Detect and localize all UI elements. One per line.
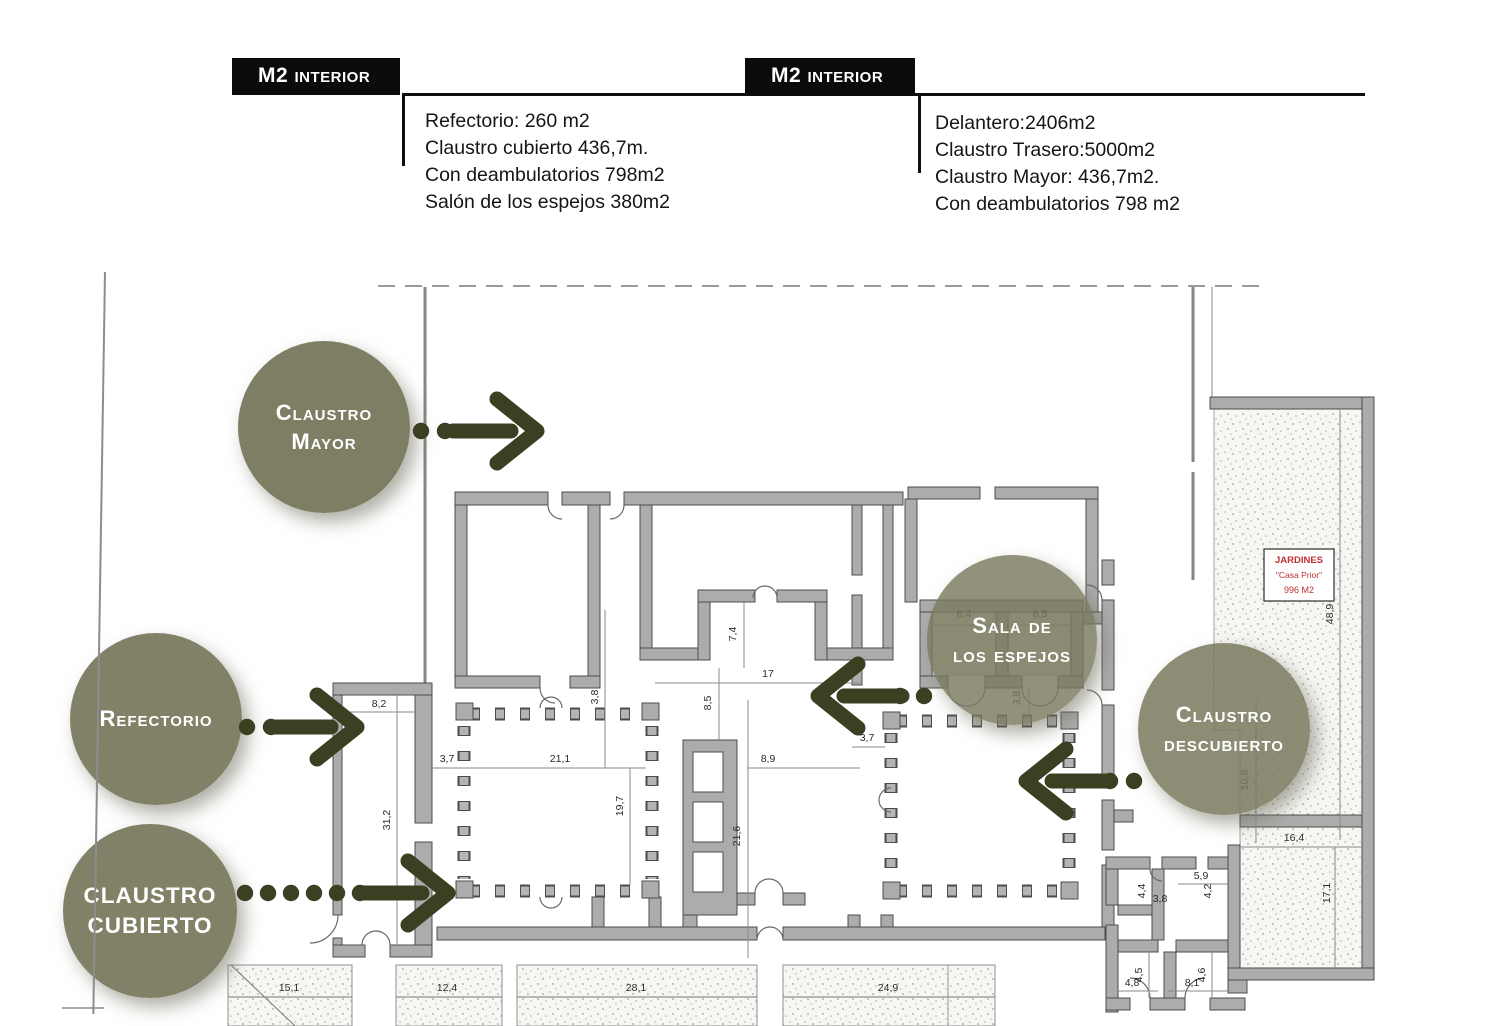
dimension-label: 31,2 xyxy=(381,810,393,831)
jardines-title: JARDINES xyxy=(1275,555,1323,566)
legend-line: Refectorio: 260 m2 xyxy=(425,110,590,132)
site-lines xyxy=(62,285,1263,1009)
bubble-label-line: Refectorio xyxy=(99,706,213,732)
dimension-label: 4,5 xyxy=(1133,968,1145,983)
bubble-label-line: Mayor xyxy=(291,429,357,454)
legend-line: Con deambulatorios 798 m2 xyxy=(935,193,1180,215)
dimension-label: 5,9 xyxy=(1194,870,1209,882)
bubble-label-line: CUBIERTO xyxy=(87,913,213,938)
legend-rule-drop-right xyxy=(918,93,921,173)
colonnades xyxy=(455,702,1079,900)
dimension-label: 16,4 xyxy=(1284,832,1305,844)
dimension-label: 17,1 xyxy=(1321,883,1333,904)
dimension-label: 8,2 xyxy=(372,698,387,710)
legend-line: Salón de los espejos 380m2 xyxy=(425,191,670,213)
dimension-label: 17 xyxy=(762,668,774,680)
legend-list-left: Refectorio: 260 m2 Claustro cubierto 436… xyxy=(425,108,670,216)
bubble-label-line: descubierto xyxy=(1164,731,1284,756)
dimension-label: 21,6 xyxy=(731,826,743,847)
bubble-label-line: Claustro xyxy=(275,399,373,425)
legend-title-left: M2 interior xyxy=(232,58,400,95)
dimension-label: 3,8 xyxy=(589,690,601,705)
dimension-label: 8,9 xyxy=(761,753,776,765)
garden-areas xyxy=(227,408,1363,1026)
dimension-label: 3,8 xyxy=(1153,893,1168,905)
dimension-label: 8,5 xyxy=(702,696,714,711)
dimension-label: 48,9 xyxy=(1324,604,1336,625)
bubble-label-line: Sala de xyxy=(972,612,1052,638)
legend-title-right: M2 interior xyxy=(745,58,915,95)
dimension-label: 3,7 xyxy=(860,732,875,744)
dimension-label: 24,9 xyxy=(878,982,899,994)
legend-line: Claustro cubierto 436,7m. xyxy=(425,137,649,159)
dimension-label: 21,1 xyxy=(550,753,571,765)
dimension-label: 8,1 xyxy=(1185,977,1200,989)
dimension-label: 12,4 xyxy=(437,982,458,994)
dimension-label: 4,2 xyxy=(1202,884,1214,899)
bubble-label-line: CLAUSTRO xyxy=(83,882,217,908)
dimension-label: 28,1 xyxy=(626,982,647,994)
bubble-label-line: los espejos xyxy=(953,642,1071,667)
dimension-label: 3,7 xyxy=(440,753,455,765)
legend-line: Claustro Trasero:5000m2 xyxy=(935,139,1156,161)
jardines-subtitle: "Casa Prior" xyxy=(1276,570,1322,580)
legend-line: Claustro Mayor: 436,7m2. xyxy=(935,166,1160,188)
legend-line: Delantero:2406m2 xyxy=(935,112,1096,134)
bubble-label-line: Claustro xyxy=(1175,701,1273,727)
legend-list-right: Delantero:2406m2 Claustro Trasero:5000m2… xyxy=(935,110,1180,218)
dimension-label: 4,4 xyxy=(1136,884,1148,899)
legend-rule-drop-left xyxy=(402,93,405,166)
claustro-cubierto-bubble: CLAUSTRO CUBIERTO xyxy=(63,824,237,998)
legend-line: Con deambulatorios 798m2 xyxy=(425,164,665,186)
dimension-label: 4,8 xyxy=(1125,977,1140,989)
dimension-label: 7,4 xyxy=(727,627,739,642)
dimension-label: 4,6 xyxy=(1196,968,1208,983)
dimension-label: 15,1 xyxy=(279,982,300,994)
dimension-label: 19,7 xyxy=(614,796,626,817)
jardines-label: JARDINES "Casa Prior" 996 M2 xyxy=(1263,548,1335,602)
claustro-descubierto-bubble: Claustro descubierto xyxy=(1138,643,1310,815)
jardines-area: 996 M2 xyxy=(1284,585,1314,595)
sala-de-los-espejos-bubble: Sala de los espejos xyxy=(927,555,1097,725)
